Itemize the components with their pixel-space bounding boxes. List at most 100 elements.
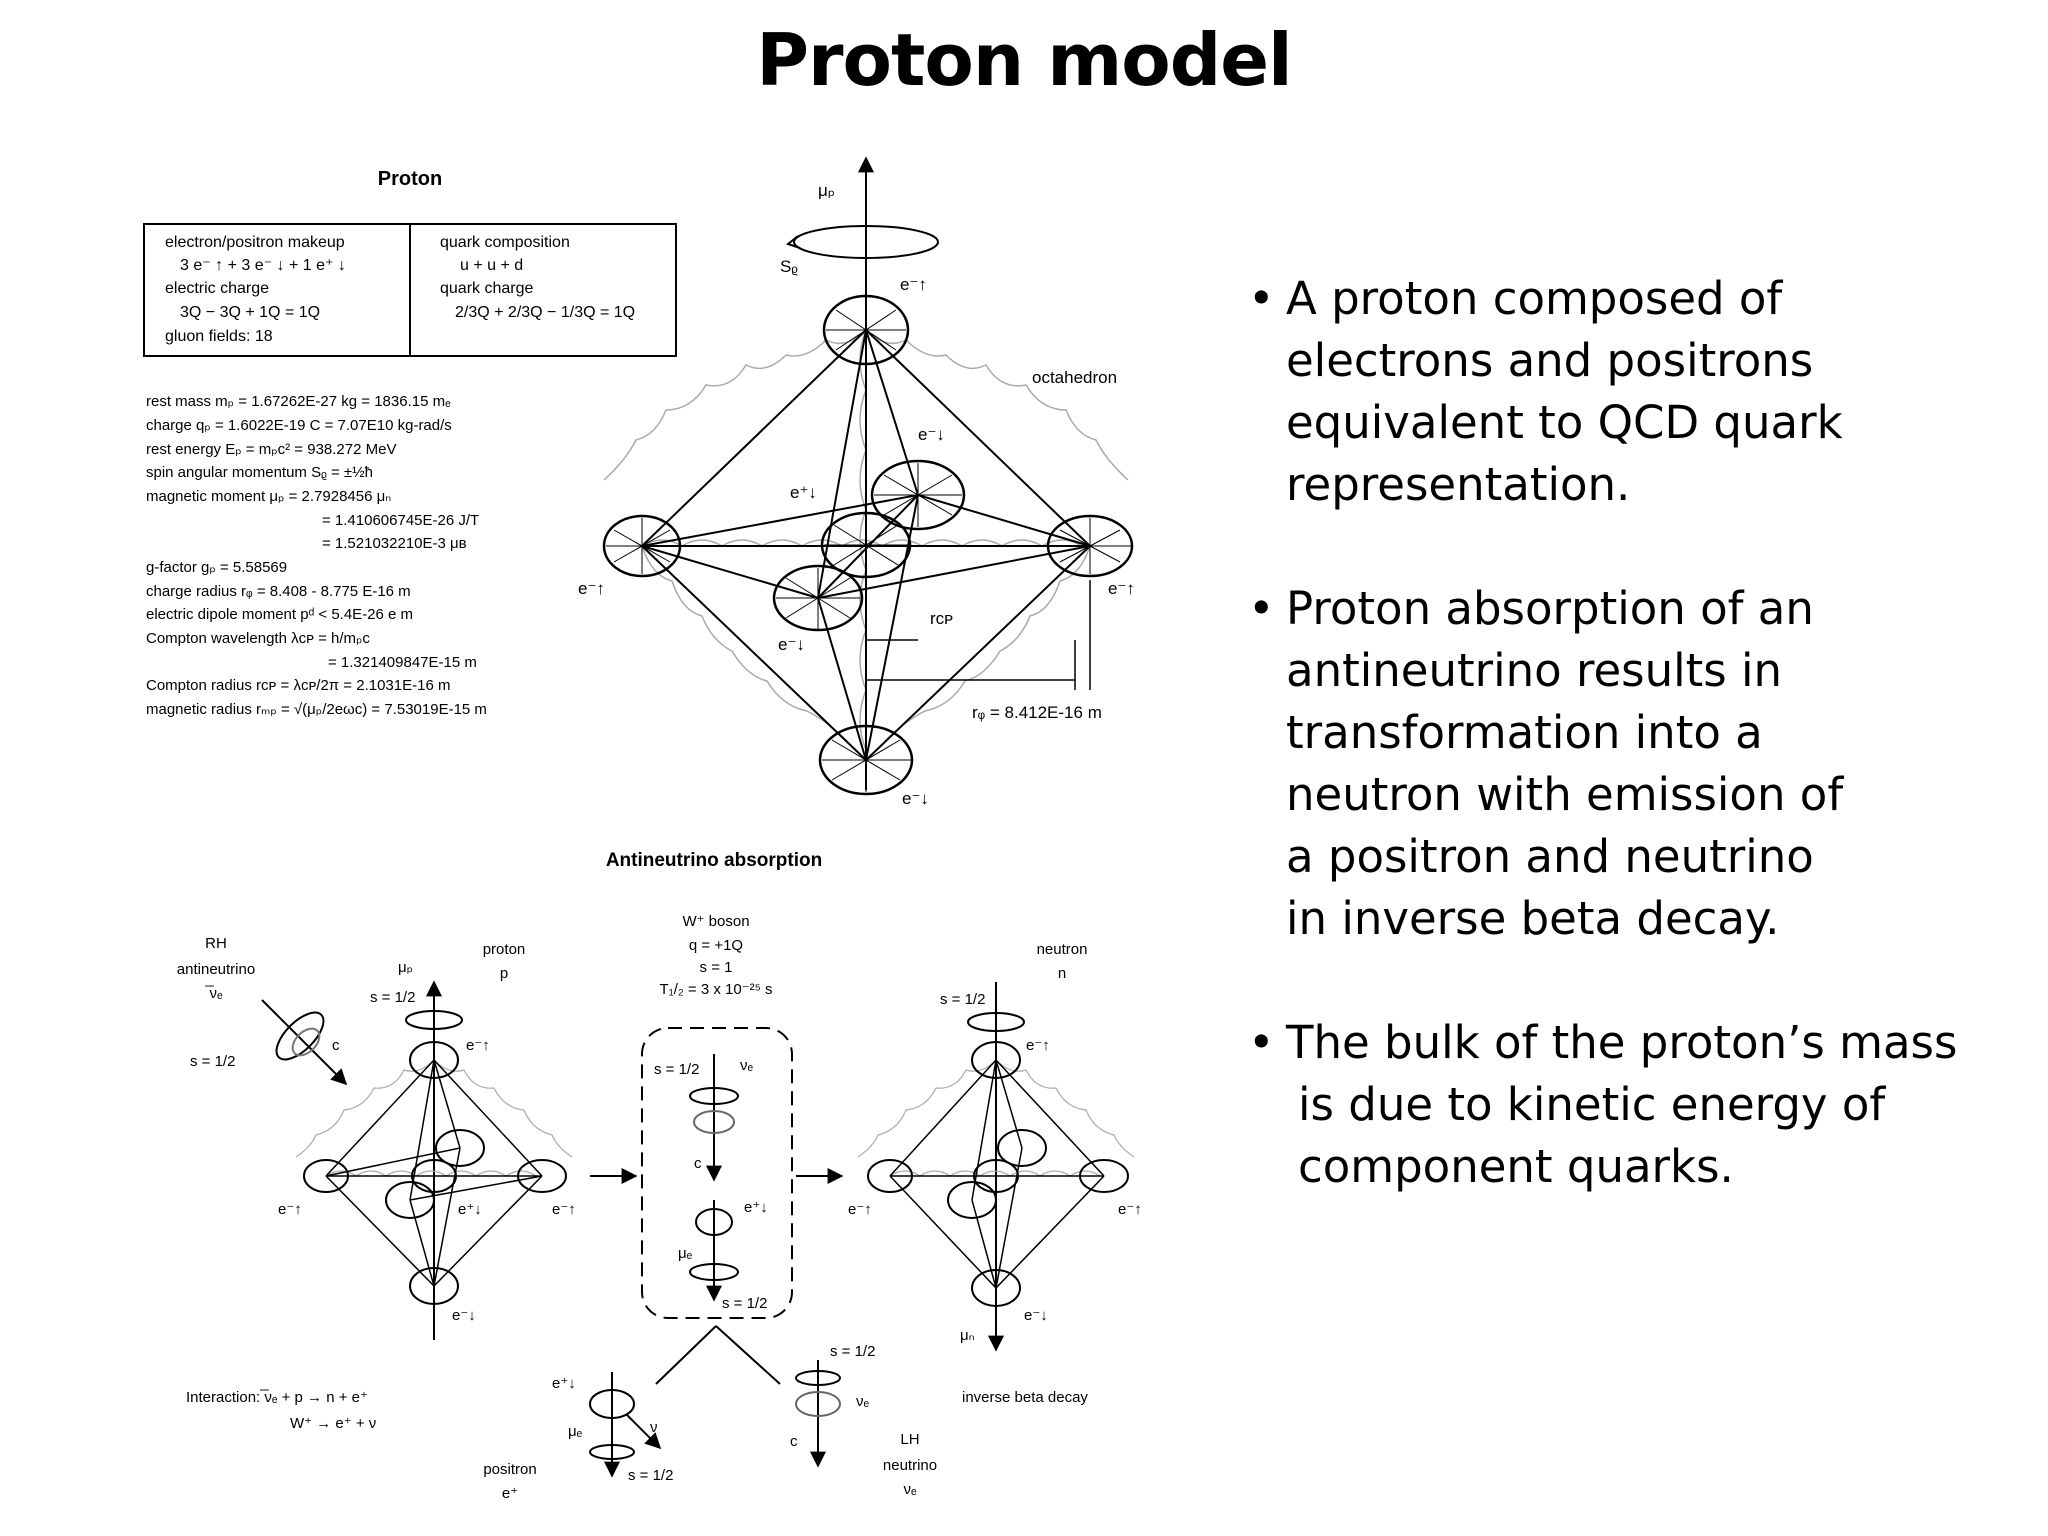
spin-label: s = 1/2: [940, 991, 985, 1008]
positron-down-label: e⁺↓: [552, 1375, 576, 1392]
c-label: c: [694, 1155, 702, 1172]
positron-down-label: e⁺↓: [458, 1201, 482, 1218]
spin-label: s = 1/2: [190, 1053, 235, 1070]
bullet-item: • A proton composed of electrons and pos…: [1240, 268, 2040, 516]
positron-symbol: e⁺: [502, 1485, 518, 1502]
spin-label: s = 1/2: [722, 1295, 767, 1312]
mu-p-label: μₚ: [398, 959, 413, 976]
box-left-line: electric charge: [165, 280, 269, 297]
spin-label: s = 1/2: [830, 1343, 875, 1360]
proton-model-diagram: Proton electron/positron makeup 3 e⁻ ↑ +…: [143, 156, 1142, 1502]
bullet-line: Proton absorption of an: [1286, 582, 1814, 635]
octahedron-label: octahedron: [1032, 368, 1117, 387]
property-line: = 1.410606745E-26 J/T: [322, 512, 479, 529]
property-line: charge qₚ = 1.6022E-19 C = 7.07E10 kg-ra…: [146, 417, 452, 434]
page-title: Proton model: [756, 18, 1293, 102]
bottom-electron-label: e⁻↓: [902, 789, 929, 808]
w-boson-box: [641, 1027, 793, 1319]
w-halflife-label: T₁/₂ = 3 x 10⁻²⁵ s: [660, 981, 773, 998]
bullet-line: The bulk of the proton’s mass: [1286, 1016, 1958, 1069]
absorption-heading: Antineutrino absorption: [606, 850, 822, 871]
upper-right-electron-label: e⁻↓: [918, 425, 945, 444]
bullet-line: in inverse beta decay.: [1286, 892, 1780, 945]
w-boson-label: W⁺ boson: [682, 913, 749, 930]
small-proton-octahedron: [295, 980, 573, 1340]
property-line: Compton radius rᴄᴘ = λᴄᴘ/2π = 2.1031E-16…: [146, 677, 450, 694]
octahedron-labels: μₚ Sᵨ e⁻↑ octahedron e⁻↓ e⁺↓ e⁻↑ e⁻↑ e⁻↓…: [578, 181, 1135, 808]
electron-down-label: e⁻↓: [452, 1307, 476, 1324]
neutrino-label: neutrino: [883, 1457, 937, 1474]
bullet-line: A proton composed of: [1286, 272, 1783, 325]
antineutrino-label: antineutrino: [177, 961, 255, 978]
spin-label: s = 1/2: [370, 989, 415, 1006]
property-line: charge radius rᵩ = 8.408 - 8.775 E-16 m: [146, 583, 411, 600]
interaction-label: W⁺ → e⁺ + ν: [290, 1415, 376, 1432]
bullet-line: a positron and neutrino: [1286, 830, 1814, 883]
mu-e-label: μₑ: [678, 1245, 693, 1262]
box-right-line: quark composition: [440, 234, 570, 251]
proton-summary-box: electron/positron makeup 3 e⁻ ↑ + 3 e⁻ ↓…: [143, 223, 677, 357]
w-charge-label: q = +1Q: [689, 937, 743, 954]
positron-down-label: e⁺↓: [744, 1199, 768, 1216]
nu-e-label: νₑ: [856, 1393, 870, 1410]
bullet-line: neutron with emission of: [1286, 768, 1844, 821]
bullet-line: electrons and positrons: [1286, 334, 1814, 387]
bullet-line: is due to kinetic energy of: [1298, 1078, 1886, 1131]
top-electron-label: e⁻↑: [900, 275, 927, 294]
nu-e-symbol: νₑ: [903, 1481, 917, 1498]
spin-rotation-arrow: [793, 225, 939, 259]
property-line: = 1.321409847E-15 m: [328, 654, 477, 671]
mu-p-label: μₚ: [818, 181, 835, 200]
electron-down-label: e⁻↓: [1024, 1307, 1048, 1324]
bullet-dot: •: [1248, 1016, 1275, 1069]
proton-symbol: p: [500, 965, 508, 982]
box-right-line: u + u + d: [460, 257, 523, 274]
left-electron-label: e⁻↑: [578, 579, 605, 598]
bullet-item: • The bulk of the proton’s mass is due t…: [1240, 1012, 2040, 1198]
interaction-label: Interaction: ̅νₑ + p → n + e⁺: [186, 1389, 368, 1406]
property-line: = 1.521032210E-3 μʙ: [322, 535, 467, 552]
lh-label: LH: [900, 1431, 919, 1448]
electron-up-label: e⁻↑: [1026, 1037, 1050, 1054]
right-electron-label: e⁻↑: [1108, 579, 1135, 598]
bullet-line: representation.: [1286, 458, 1631, 511]
box-left-line: electron/positron makeup: [165, 234, 345, 251]
property-line: magnetic moment μₚ = 2.7928456 μₙ: [146, 488, 391, 505]
nu-e-label: νₑ: [740, 1057, 754, 1074]
mu-e-label: μₑ: [568, 1423, 583, 1440]
sz-label: Sᵨ: [780, 257, 798, 276]
box-left-line: gluon fields: 18: [165, 328, 273, 345]
spin-label: s = 1/2: [628, 1467, 673, 1484]
property-line: electric dipole moment pᵈ < 5.4E-26 e m: [146, 606, 413, 623]
neutron-label: neutron: [1037, 941, 1088, 958]
property-line: magnetic radius rₘₚ = √(μₚ/2eωᴄ) = 7.530…: [146, 701, 487, 718]
svg-text:electron/positron makeup: electron/positron makeup 3 e⁻ ↑ + 3 e⁻ ↓…: [165, 234, 350, 345]
property-line: rest mass mₚ = 1.67262E-27 kg = 1836.15 …: [146, 393, 451, 410]
absorption-labels: RH antineutrino ̅νₑ s = 1/2 c μₚ s = 1/2…: [177, 913, 1142, 1502]
box-left-line: 3Q − 3Q + 1Q = 1Q: [180, 304, 320, 321]
small-neutron-octahedron: [857, 982, 1135, 1352]
bullet-line: component quarks.: [1298, 1140, 1734, 1193]
property-line: spin angular momentum Sᵨ = ±½ħ: [146, 464, 373, 481]
bullet-item: • Proton absorption of an antineutrino r…: [1240, 578, 2040, 950]
lower-inner-electron-label: e⁻↓: [778, 635, 805, 654]
bullet-dot: •: [1248, 272, 1275, 325]
w-spin-label: s = 1: [700, 959, 733, 976]
inner-positron-label: e⁺↓: [790, 483, 817, 502]
inverse-beta-label: inverse beta decay: [962, 1389, 1088, 1406]
bullet-dot: •: [1248, 582, 1275, 635]
neutron-symbol: n: [1058, 965, 1066, 982]
proton-heading: Proton: [378, 168, 442, 190]
electron-up-label: e⁻↑: [848, 1201, 872, 1218]
electron-up-label: e⁻↑: [466, 1037, 490, 1054]
rh-label: RH: [205, 935, 227, 952]
electron-up-label: e⁻↑: [552, 1201, 576, 1218]
rq-label: rᵩ = 8.412E-16 m: [972, 703, 1102, 722]
c-label: c: [332, 1037, 340, 1054]
rcp-label: rᴄᴘ: [930, 609, 953, 628]
property-line: Compton wavelength λᴄᴘ = h/mₚc: [146, 630, 370, 647]
decay-products: [589, 1325, 841, 1478]
mu-n-label: μₙ: [960, 1327, 975, 1344]
c-label: c: [790, 1433, 798, 1450]
rh-antineutrino-sketch: [261, 999, 348, 1086]
